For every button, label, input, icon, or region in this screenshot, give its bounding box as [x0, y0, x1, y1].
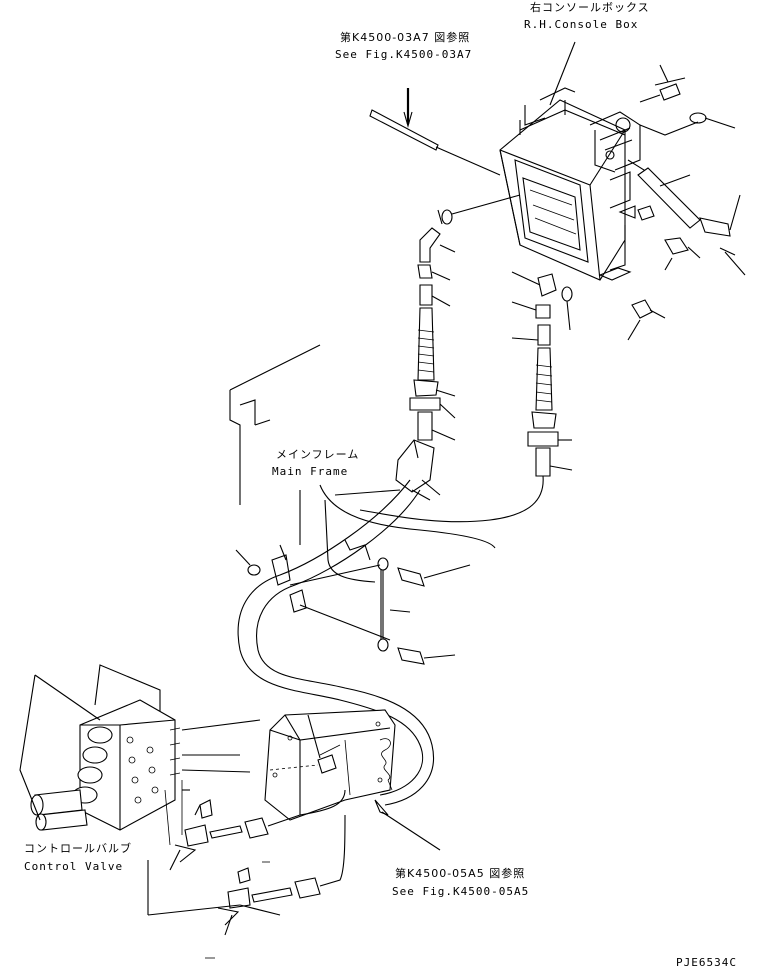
console-box-label-jp: 右コンソールボックス — [530, 0, 650, 14]
main-frame — [229, 344, 496, 583]
left-cable-assembly — [395, 194, 521, 501]
ref-top-label-jp: 第K4500-03A7 図参照 — [340, 30, 470, 44]
hose-run — [237, 479, 434, 806]
ref-bottom-label-jp: 第K4500-05A5 図参照 — [395, 866, 525, 880]
control-valve — [19, 664, 261, 831]
clamp-assembly — [235, 539, 471, 665]
bracket-box — [264, 709, 441, 851]
control-valve-label-jp: コントロールバルブ — [24, 841, 132, 855]
reference-rod-top — [369, 88, 501, 176]
ref-bottom-label-en: See Fig.K4500-05A5 — [392, 885, 529, 898]
main-frame-label-en: Main Frame — [272, 465, 348, 478]
control-valve-label-en: Control Valve — [24, 860, 123, 873]
lower-cable-assembly — [147, 780, 346, 959]
console-fasteners — [627, 64, 746, 341]
main-frame-label-jp: メインフレーム — [276, 448, 359, 461]
console-box — [499, 41, 661, 281]
console-box-label-en: R.H.Console Box — [524, 18, 638, 31]
drawing-code: PJE6534C — [676, 956, 737, 969]
ref-top-label-en: See Fig.K4500-03A7 — [335, 48, 472, 61]
right-cable-assembly — [359, 271, 573, 523]
